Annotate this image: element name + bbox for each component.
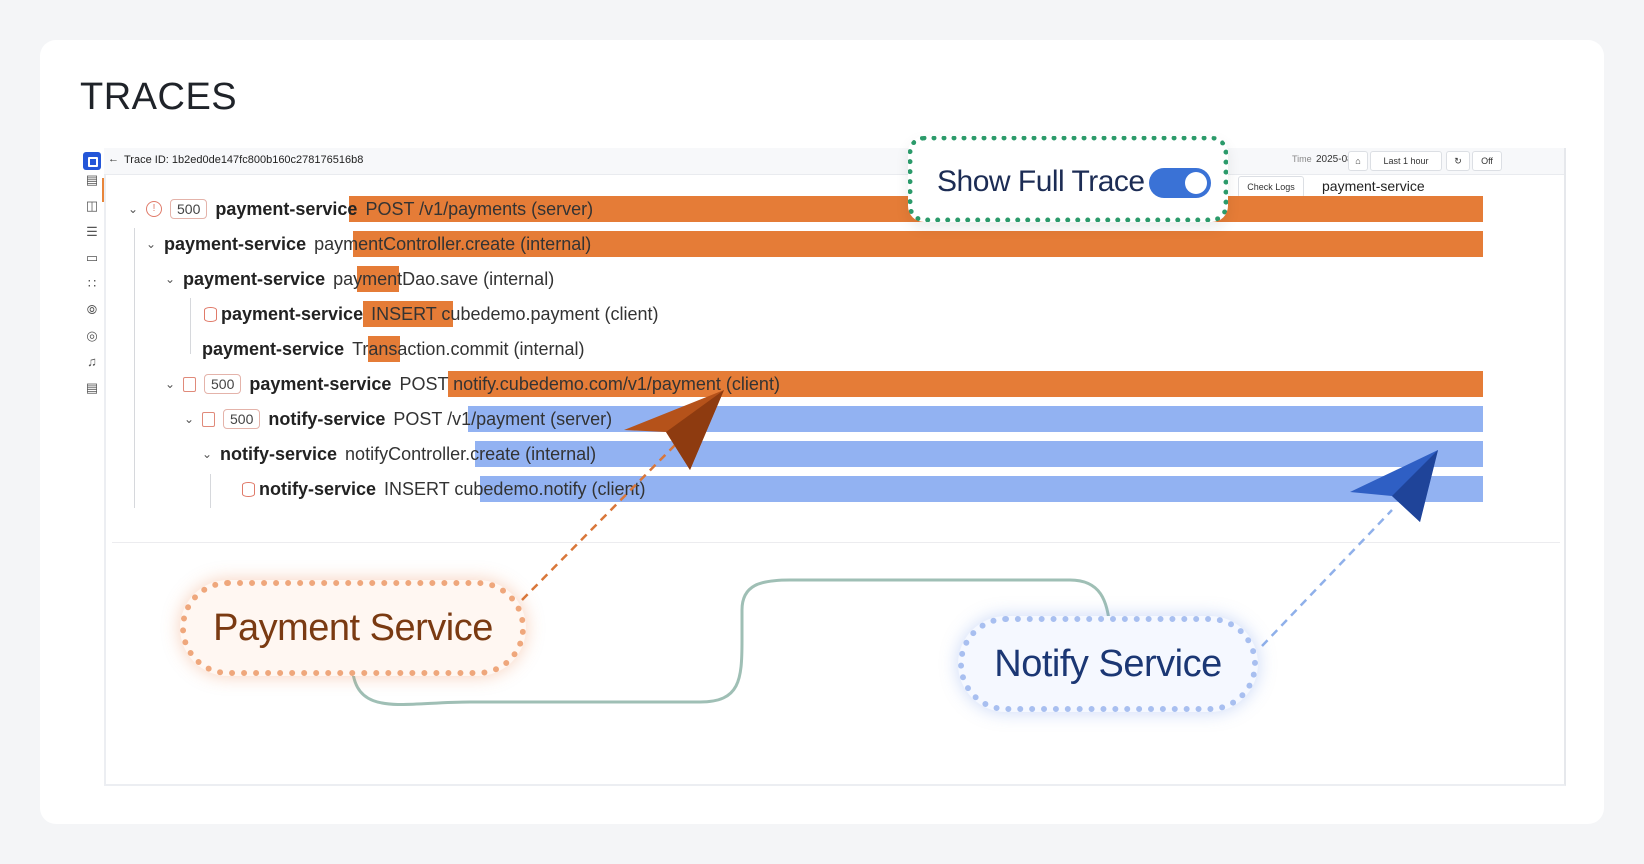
server-icon[interactable]: ☰ xyxy=(86,224,98,239)
compass-icon[interactable]: ⦾ xyxy=(86,302,98,317)
span-service: payment-service xyxy=(202,338,345,359)
span-operation: INSERT cubedemo.notify (client) xyxy=(384,478,646,499)
active-indicator xyxy=(102,178,104,202)
span-service: payment-service xyxy=(164,233,307,254)
app-logo-icon[interactable] xyxy=(83,152,101,170)
span-operation: paymentController.create (internal) xyxy=(314,233,592,254)
apps-icon[interactable]: ∷ xyxy=(87,276,97,291)
span-bar[interactable] xyxy=(353,231,1483,257)
search-doc-icon[interactable]: ◫ xyxy=(85,198,99,213)
connector-line xyxy=(350,578,1112,707)
span-service: notify-service xyxy=(220,443,338,464)
left-nav-rail: ▤ ◫ ☰ ▭ ∷ ⦾ ◎ ♫ ▤ xyxy=(80,148,104,784)
auto-refresh-off-button[interactable]: Off xyxy=(1472,151,1502,171)
tree-guide xyxy=(134,228,135,508)
span-service: notify-service xyxy=(268,408,386,429)
status-badge: 500 xyxy=(170,199,208,219)
span-row[interactable]: ⌄ 500 notify-service POST /v1/payment (s… xyxy=(184,404,612,434)
notify-service-callout: Notify Service xyxy=(958,616,1258,712)
span-row[interactable]: ⌄ payment-service paymentDao.save (inter… xyxy=(165,264,554,294)
show-full-trace-callout: Show Full Trace xyxy=(908,136,1228,222)
span-bar[interactable] xyxy=(480,476,1483,502)
database-icon xyxy=(204,306,217,322)
status-badge: 500 xyxy=(223,409,261,429)
time-label: Time xyxy=(1292,154,1312,164)
span-service: notify-service xyxy=(259,478,377,499)
trace-tree: ⌄ ! 500 payment-service POST /v1/payment… xyxy=(112,192,1560,543)
span-operation: paymentDao.save (internal) xyxy=(333,268,555,289)
span-row[interactable]: ⌄ ! 500 payment-service POST /v1/payment… xyxy=(128,194,593,224)
payment-arrow-shade xyxy=(666,390,724,470)
error-icon: ! xyxy=(146,201,162,217)
span-operation: POST /v1/payments (server) xyxy=(365,198,594,219)
chart-icon[interactable]: ▤ xyxy=(85,172,99,187)
status-badge: 500 xyxy=(204,374,242,394)
payment-service-label: Payment Service xyxy=(213,606,493,649)
back-arrow-icon[interactable]: ← xyxy=(108,153,119,165)
request-doc-icon xyxy=(202,411,215,427)
chevron-down-icon[interactable]: ⌄ xyxy=(165,272,176,286)
chevron-down-icon[interactable]: ⌄ xyxy=(165,377,176,391)
span-operation: INSERT cubedemo.payment (client) xyxy=(371,303,659,324)
tree-guide xyxy=(190,298,191,354)
page-title: TRACES xyxy=(80,76,238,118)
span-service: payment-service xyxy=(221,303,364,324)
notify-arrow-shade xyxy=(1392,450,1438,522)
span-operation: POST /v1/payment (server) xyxy=(393,408,613,429)
span-row[interactable]: payment-service Transaction.commit (inte… xyxy=(202,334,584,364)
show-full-trace-toggle[interactable] xyxy=(1149,168,1211,198)
span-operation: notifyController.create (internal) xyxy=(345,443,597,464)
home-icon[interactable]: ⌂ xyxy=(1348,151,1368,171)
span-bar[interactable] xyxy=(368,336,400,362)
span-bar[interactable] xyxy=(475,441,1483,467)
notify-dash-line xyxy=(1261,509,1393,647)
span-service: payment-service xyxy=(249,373,392,394)
span-bar[interactable] xyxy=(357,266,399,292)
chevron-down-icon[interactable]: ⌄ xyxy=(202,447,213,461)
span-operation: Transaction.commit (internal) xyxy=(352,338,585,359)
refresh-icon[interactable]: ↻ xyxy=(1446,151,1470,171)
trace-topbar: ← Trace ID: 1b2ed0de147fc800b160c2781765… xyxy=(104,148,1564,175)
time-range-button[interactable]: Last 1 hour xyxy=(1370,151,1442,171)
toggle-knob xyxy=(1185,172,1207,194)
database-icon xyxy=(242,481,255,497)
side-panel-service: payment-service xyxy=(1322,178,1425,194)
span-row[interactable]: ⌄ notify-service notifyController.create… xyxy=(202,439,596,469)
card-icon[interactable]: ▭ xyxy=(85,250,99,265)
span-operation: POST notify.cubedemo.com/v1/payment (cli… xyxy=(399,373,780,394)
chevron-down-icon[interactable]: ⌄ xyxy=(146,237,157,251)
request-doc-icon xyxy=(183,376,196,392)
span-bar[interactable] xyxy=(448,371,1483,397)
span-service: payment-service xyxy=(183,268,326,289)
notify-service-label: Notify Service xyxy=(994,642,1222,685)
chevron-down-icon[interactable]: ⌄ xyxy=(184,412,195,426)
chevron-down-icon[interactable]: ⌄ xyxy=(128,202,139,216)
payment-service-callout: Payment Service xyxy=(180,580,526,676)
span-service: payment-service xyxy=(215,198,358,219)
report-icon[interactable]: ▤ xyxy=(85,380,99,395)
span-row[interactable]: ⌄ 500 payment-service POST notify.cubede… xyxy=(165,369,780,399)
trace-id: Trace ID: 1b2ed0de147fc800b160c278176516… xyxy=(124,154,364,166)
span-row[interactable]: payment-service INSERT cubedemo.payment … xyxy=(204,299,659,329)
toggle-label: Show Full Trace xyxy=(937,165,1145,198)
tree-guide xyxy=(210,474,211,508)
target-icon[interactable]: ◎ xyxy=(86,328,98,343)
span-row[interactable]: ⌄ payment-service paymentController.crea… xyxy=(146,229,591,259)
span-bar[interactable] xyxy=(363,301,453,327)
payment-dash-line xyxy=(521,439,681,601)
bell-icon[interactable]: ♫ xyxy=(87,354,97,369)
span-row[interactable]: notify-service INSERT cubedemo.notify (c… xyxy=(242,474,646,504)
